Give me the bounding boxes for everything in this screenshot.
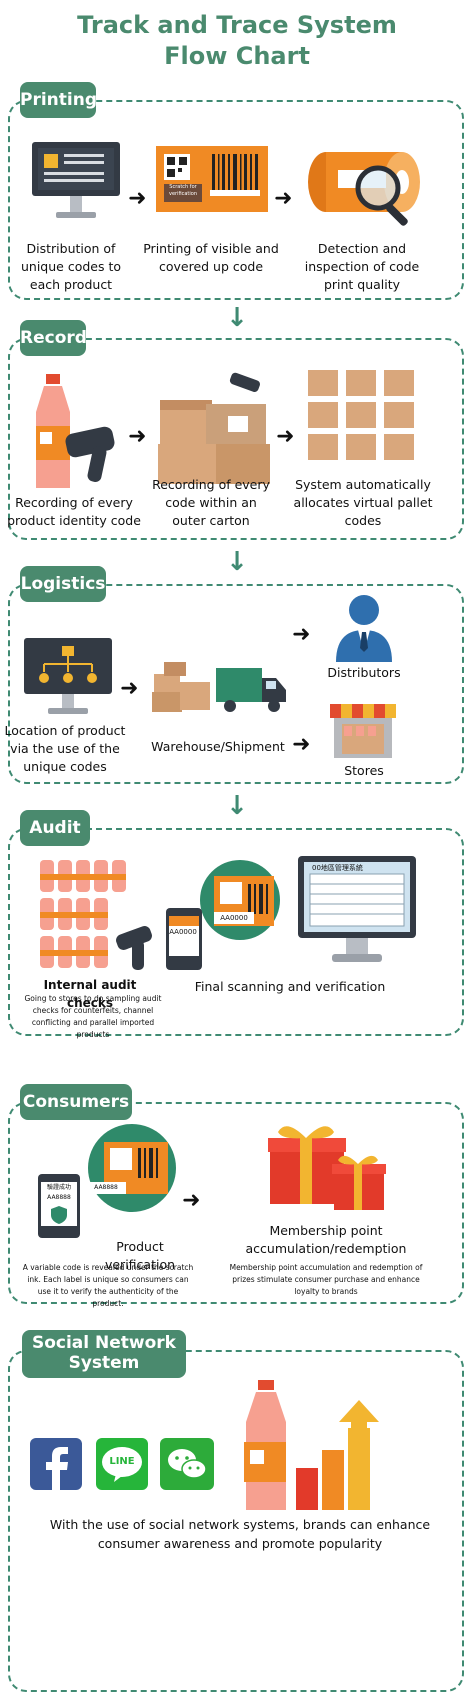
consumers-step2-note: Membership point accumulation and redemp… <box>229 1263 423 1296</box>
line-logo-text: LINE <box>109 1456 135 1467</box>
social-caption: With the use of social network systems, … <box>49 1517 431 1551</box>
boxes-truck-icon <box>152 662 286 712</box>
label-icon <box>156 146 268 212</box>
audit-section <box>8 828 464 1036</box>
record-section <box>8 338 464 540</box>
verify-phone-icon <box>38 1124 176 1238</box>
arrow-right-icon: ➜ <box>274 186 293 211</box>
facebook-icon <box>30 1438 82 1490</box>
printing-step3-caption: Detection and inspection of code print q… <box>304 241 420 292</box>
gift-icon <box>268 1126 386 1210</box>
arrow-right-icon: ➜ <box>292 732 311 757</box>
store-icon <box>330 704 396 758</box>
consumers-step1-note: A variable code is revealed under the sc… <box>22 1263 194 1308</box>
audit-code-2: AA0000 <box>214 912 254 924</box>
arrow-down-icon: ↓ <box>226 303 248 333</box>
logistics-tag: Logistics <box>20 566 106 602</box>
distributors-caption: Distributors <box>327 665 401 680</box>
stores-caption: Stores <box>344 763 384 778</box>
printing-section <box>8 100 464 300</box>
page-title: Track and Trace System Flow Chart <box>0 10 474 72</box>
line-icon <box>96 1438 148 1490</box>
audit-tag: Audit <box>20 810 90 846</box>
audit-step1-note: Going to stores to do sampling audit che… <box>24 994 162 1039</box>
printing-step2-caption: Printing of visible and covered up code <box>143 241 279 274</box>
arrow-right-icon: ➜ <box>120 676 139 701</box>
consumers-step1-caption: Product verification <box>104 1239 176 1272</box>
social-tag-line-1: Social Network <box>31 1333 176 1353</box>
social-tag: Social Network System <box>22 1330 186 1378</box>
arrow-down-icon: ↓ <box>226 791 248 821</box>
consumers-tag: Consumers <box>20 1084 132 1120</box>
arrow-right-icon: ➜ <box>292 622 311 647</box>
pallet-boxes-icon <box>308 370 414 460</box>
consumer-code-1: AA8888 <box>47 1194 71 1201</box>
bottle-growth-chart-icon <box>244 1380 379 1510</box>
consumers-step2-caption: Membership point accumulation/redemption <box>245 1223 407 1256</box>
printing-step1-caption: Distribution of unique codes to each pro… <box>20 241 122 292</box>
distributor-person-icon <box>336 595 392 662</box>
scratch-label: Scratch for verification <box>168 184 198 197</box>
arrow-right-icon: ➜ <box>128 424 147 449</box>
consumer-code-2: AA8888 <box>86 1182 126 1194</box>
title-line-1: Track and Trace System <box>77 11 397 39</box>
audit-code-1: AA0000 <box>169 928 197 936</box>
bottle-scanner-icon <box>36 374 115 488</box>
computer-icon <box>32 142 120 218</box>
social-tag-line-2: System <box>68 1353 140 1373</box>
record-step2-caption: Recording of every code within an outer … <box>152 477 270 528</box>
monitor-system-icon <box>298 856 416 962</box>
audit-system-title: 00地區管理系統 <box>312 864 363 872</box>
consumers-section <box>8 1102 464 1304</box>
consumer-phone-title: 驗證成功 <box>46 1184 71 1191</box>
arrow-right-icon: ➜ <box>128 186 147 211</box>
record-tag: Record <box>20 320 87 356</box>
social-section <box>8 1350 464 1692</box>
record-step1-caption: Recording of every product identity code <box>7 495 141 528</box>
logistics-step2-caption: Warehouse/Shipment <box>151 739 285 754</box>
arrow-right-icon: ➜ <box>276 424 295 449</box>
magnifier-roll-icon <box>308 152 420 226</box>
logistics-section <box>8 584 464 784</box>
printing-tag: Printing <box>20 82 97 118</box>
wechat-icon <box>160 1438 214 1490</box>
bottles-scanner-icon <box>40 860 152 970</box>
audit-step2-caption: Final scanning and verification <box>194 979 386 994</box>
network-monitor-icon <box>24 638 112 714</box>
audit-step1-caption: Internal audit checks <box>43 978 137 1010</box>
cartons-scanner-icon <box>158 372 270 484</box>
title-line-2: Flow Chart <box>164 42 310 70</box>
phone-label-icon <box>166 860 280 970</box>
arrow-right-icon: ➜ <box>182 1188 201 1213</box>
record-step3-caption: System automatically allocates virtual p… <box>293 477 433 528</box>
logistics-step1-caption: Location of product via the use of the u… <box>4 723 126 774</box>
arrow-down-icon: ↓ <box>226 547 248 577</box>
